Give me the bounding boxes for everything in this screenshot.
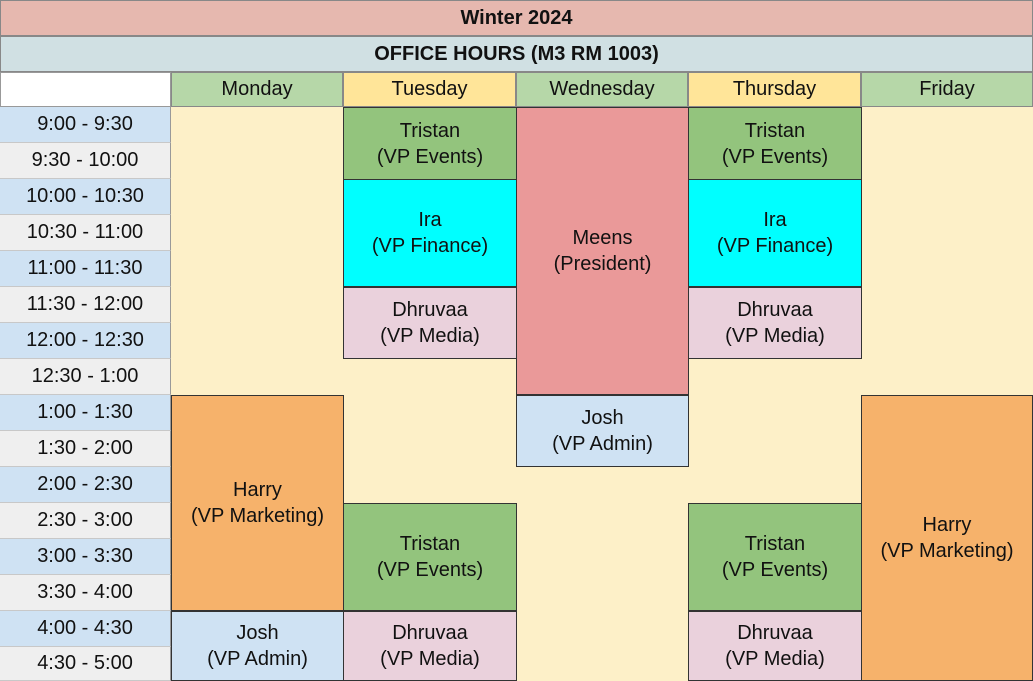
time-slot: 12:00 - 12:30 xyxy=(0,323,171,359)
office-hour-block-monday-josh: Josh (VP Admin) xyxy=(171,611,344,681)
office-hour-block-thursday-tristan-pm: Tristan (VP Events) xyxy=(688,503,862,611)
block-role: (VP Marketing) xyxy=(880,540,1014,562)
block-name: Dhruvaa xyxy=(737,622,813,644)
day-header-monday: Monday xyxy=(171,72,343,107)
block-role: (President) xyxy=(553,253,652,275)
corner-cell xyxy=(0,72,171,107)
block-name: Dhruvaa xyxy=(737,299,813,321)
office-hour-block-tuesday-tristan-pm: Tristan (VP Events) xyxy=(343,503,517,611)
block-role: (VP Finance) xyxy=(716,235,834,257)
block-role: (VP Media) xyxy=(725,325,825,347)
office-hour-block-monday-harry: Harry (VP Marketing) xyxy=(171,395,344,611)
office-hour-block-friday-harry: Harry (VP Marketing) xyxy=(861,395,1033,681)
office-hour-block-thursday-tristan: Tristan (VP Events) xyxy=(688,107,862,180)
time-slot: 12:30 - 1:00 xyxy=(0,359,171,395)
block-name: Ira xyxy=(763,209,787,231)
time-slot: 1:00 - 1:30 xyxy=(0,395,171,431)
schedule-title: Winter 2024 xyxy=(0,0,1033,36)
office-hour-block-tuesday-dhruvaa: Dhruvaa (VP Media) xyxy=(343,287,517,359)
time-slot: 2:30 - 3:00 xyxy=(0,503,171,539)
office-hour-block-thursday-ira: Ira (VP Finance) xyxy=(688,179,862,287)
block-name: Josh xyxy=(581,407,624,429)
time-slot: 10:30 - 11:00 xyxy=(0,215,171,251)
block-role: (VP Media) xyxy=(380,648,480,670)
time-slot: 3:00 - 3:30 xyxy=(0,539,171,575)
block-role: (VP Events) xyxy=(721,145,829,168)
day-header-friday: Friday xyxy=(861,72,1033,107)
office-hour-block-thursday-dhruvaa: Dhruvaa (VP Media) xyxy=(688,287,862,359)
time-slot: 11:00 - 11:30 xyxy=(0,251,171,287)
block-name: Tristan xyxy=(399,533,461,555)
block-name: Harry xyxy=(922,514,972,536)
block-role: (VP Admin) xyxy=(552,433,653,455)
time-slot: 9:00 - 9:30 xyxy=(0,107,171,143)
block-role: (VP Finance) xyxy=(371,235,489,257)
block-name: Tristan xyxy=(744,533,806,555)
office-hour-block-wednesday-josh: Josh (VP Admin) xyxy=(516,395,689,467)
block-role: (VP Events) xyxy=(721,559,829,581)
time-slot: 9:30 - 10:00 xyxy=(0,143,171,179)
time-slot: 10:00 - 10:30 xyxy=(0,179,171,215)
block-role: (VP Marketing) xyxy=(190,505,324,527)
block-role: (VP Events) xyxy=(376,145,484,168)
block-role: (VP Media) xyxy=(725,648,825,670)
time-slot: 4:30 - 5:00 xyxy=(0,647,171,681)
office-hour-block-tuesday-ira: Ira (VP Finance) xyxy=(343,179,517,287)
schedule-subtitle: OFFICE HOURS (M3 RM 1003) xyxy=(0,36,1033,72)
office-hour-block-wednesday-meens: Meens (President) xyxy=(516,107,689,395)
block-name: Harry xyxy=(233,479,282,501)
block-name: Josh xyxy=(236,622,279,644)
time-slot: 3:30 - 4:00 xyxy=(0,575,171,611)
office-hour-block-tuesday-tristan: Tristan (VP Events) xyxy=(343,107,517,180)
day-header-wednesday: Wednesday xyxy=(516,72,688,107)
block-name: Meens xyxy=(572,227,633,249)
block-role: (VP Admin) xyxy=(207,648,308,670)
block-name: Tristan xyxy=(744,119,806,142)
block-name: Tristan xyxy=(399,119,461,142)
time-slot: 11:30 - 12:00 xyxy=(0,287,171,323)
time-slot: 4:00 - 4:30 xyxy=(0,611,171,647)
block-name: Ira xyxy=(418,209,442,231)
time-slot: 1:30 - 2:00 xyxy=(0,431,171,467)
office-hour-block-tuesday-dhruvaa-pm: Dhruvaa (VP Media) xyxy=(343,611,517,681)
day-header-thursday: Thursday xyxy=(688,72,861,107)
time-slot: 2:00 - 2:30 xyxy=(0,467,171,503)
block-role: (VP Events) xyxy=(376,559,484,581)
block-name: Dhruvaa xyxy=(392,299,468,321)
office-hour-block-thursday-dhruvaa-pm: Dhruvaa (VP Media) xyxy=(688,611,862,681)
day-header-tuesday: Tuesday xyxy=(343,72,516,107)
block-role: (VP Media) xyxy=(380,325,480,347)
block-name: Dhruvaa xyxy=(392,622,468,644)
